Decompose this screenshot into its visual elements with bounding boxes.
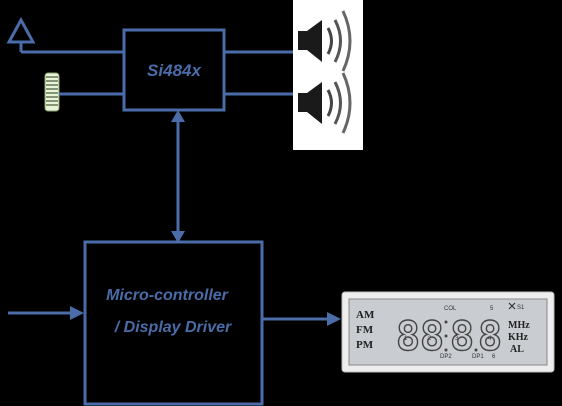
lcd-seg-num-4: 4 (488, 336, 492, 342)
lcd-seg-num-2: 2 (428, 336, 432, 342)
lcd-display-icon: AM FM PM COL DP2 DP1 S1 1 2 3 4 5 6 8 8 … (341, 291, 555, 373)
lcd-band-pm: PM (356, 339, 374, 351)
microcontroller-label-line1: Micro-controller (106, 287, 229, 304)
tuner-chip-label: Si484x (147, 61, 202, 80)
lcd-dp1-label: DP1 (472, 354, 484, 360)
lcd-seg-num-3: 3 (455, 336, 459, 342)
lcd-indicator-icon (508, 302, 516, 310)
lcd-seg-num-1: 1 (404, 336, 408, 342)
lcd-band-am: AM (356, 309, 375, 321)
lcd-unit-al: AL (510, 344, 524, 355)
lcd-unit-mhz: MHz (508, 320, 530, 331)
lcd-digit-1: 8 (396, 314, 420, 360)
microcontroller-block (83, 240, 264, 406)
speaker-icon (298, 72, 352, 134)
lcd-seg-num-5: 5 (490, 306, 494, 312)
antenna-icon (6, 16, 36, 52)
lcd-unit-khz: KHz (508, 332, 529, 343)
lcd-band-fm: FM (356, 324, 374, 336)
display-arrow (262, 312, 341, 326)
lcd-col-label: COL (444, 306, 457, 312)
lcd-colon-top (444, 320, 448, 324)
lcd-seg-num-6: 6 (492, 354, 496, 360)
lcd-digit-3: 8 (450, 314, 474, 360)
speaker-icon (298, 10, 352, 72)
speaker-panel (293, 0, 363, 150)
lcd-indicator-label: S1 (517, 305, 525, 311)
bidirectional-bus-arrow (171, 110, 185, 243)
lcd-dp1 (474, 348, 478, 352)
tuner-chip-block (122, 28, 226, 112)
lcd-dp2 (444, 348, 448, 352)
microcontroller-label-line2: / Display Driver (114, 319, 232, 336)
lcd-digit-2: 8 (420, 314, 444, 360)
lcd-dp2-label: DP2 (440, 354, 452, 360)
lcd-colon-bottom (444, 334, 448, 338)
lcd-digit-4: 8 (478, 314, 502, 360)
tuning-knob-icon (44, 72, 60, 112)
input-arrow (8, 306, 84, 320)
